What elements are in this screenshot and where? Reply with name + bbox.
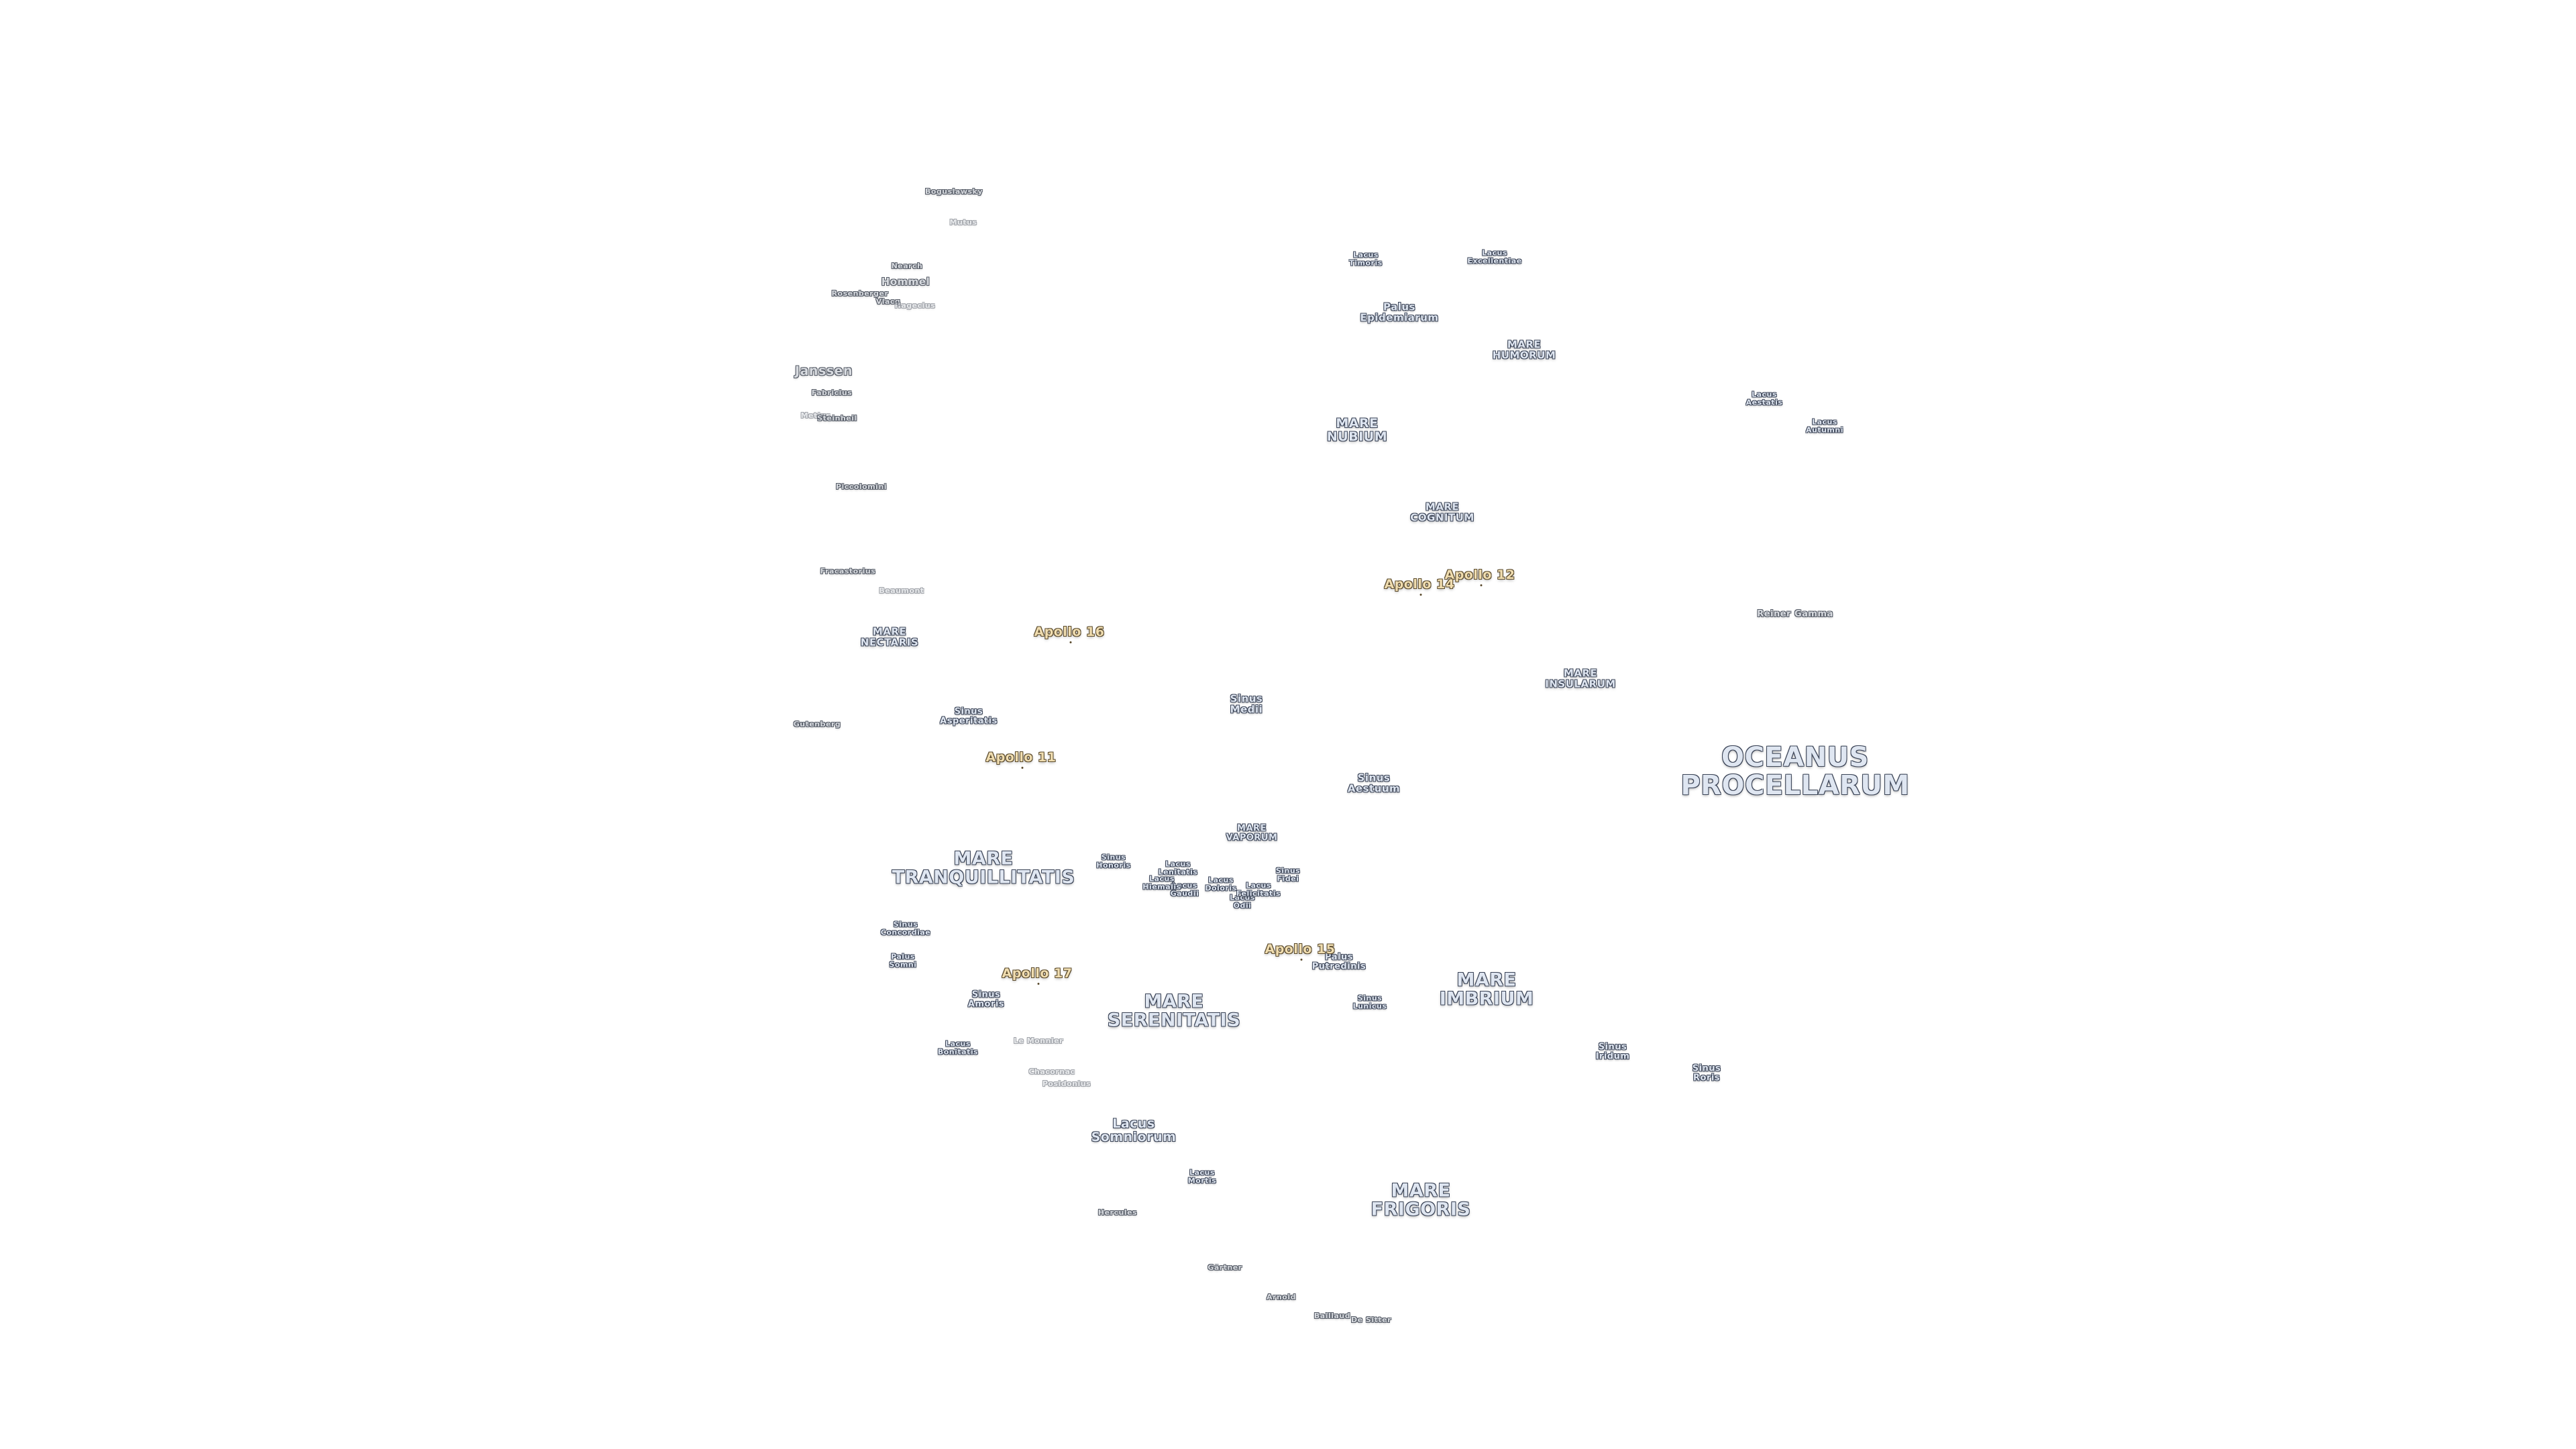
label-lacus-autumni: Lacus Autumni [1806,417,1843,434]
label-reiner-gamma: Reiner Gamma [1757,609,1833,620]
marker-apollo-15[interactable]: Apollo 15 [1265,942,1336,961]
label-mare-nectaris: MARE NECTARIS [860,625,919,648]
label-hagecius: Hagecius [894,301,936,311]
label-lacus-mortis: Lacus Mortis [1187,1168,1217,1185]
label-sinus-fidei: Sinus Fidei [1275,866,1301,883]
label-lacus-timoris: Lacus Timoris [1349,250,1383,267]
label-mare-tranquillitatis: MARE TRANQUILLITATIS [892,848,1075,888]
label-piccolomini: Piccolomini [835,482,888,492]
label-mare-imbrium: MARE IMBRIUM [1439,969,1534,1010]
label-lacus-gaudii: Lacus Gaudii [1170,881,1199,898]
label-sinus-honoris: Sinus Honoris [1096,853,1131,869]
marker-apollo-14[interactable]: Apollo 14 [1384,577,1455,596]
label-sinus-lunicus: Sinus Lunicus [1352,994,1387,1010]
label-lacus-felicitatis: Lacus Felicitatis [1236,881,1281,898]
label-palus-epidemiarum: Palus Epidemiarum [1360,301,1439,323]
label-fracastorius: Fracastorius [820,567,876,576]
label-arnold: Arnold [1267,1293,1296,1302]
label-beaumont: Beaumont [879,586,924,596]
label-sinus-aestuum: Sinus Aestuum [1347,771,1401,794]
label-sinus-amoris: Sinus Amoris [967,989,1005,1009]
label-lacus-odii: Lacus Odii [1230,893,1255,910]
label-boguslawsky: Boguslawsky [924,187,983,197]
marker-apollo-11[interactable]: Apollo 11 [985,750,1057,769]
label-lacus-hiemalis: Lacus Hiemalis [1142,874,1181,891]
label-vlacq: Vlacq [875,297,901,307]
label-lacus-excellentiae: Lacus Excellentiae [1467,248,1522,265]
label-sinus-medii: Sinus Medii [1230,692,1263,715]
label-hercules: Hercules [1097,1208,1138,1218]
label-posidonius: Posidonius [1042,1079,1091,1089]
label-palus-putredinis: Palus Putredinis [1311,952,1366,971]
label-lacus-lenitatis: Lacus Lenitatis [1158,859,1198,876]
marker-apollo-12[interactable]: Apollo 12 [1444,568,1515,586]
label-nearch: Nearch [891,262,923,271]
label-mare-vaporum: MARE VAPORUM [1226,823,1278,843]
label-sinus-iridum: Sinus Iridum [1595,1042,1630,1061]
label-sinus-roris: Sinus Roris [1692,1063,1721,1083]
label-mare-insularum: MARE INSULARUM [1545,667,1616,690]
label-sinus-concordiae: Sinus Concordiae [880,920,931,936]
label-rosenberger: Rosenberger [831,289,889,299]
label-mutus: Mutus [949,218,977,227]
label-mare-humorum: MARE HUMORUM [1492,338,1556,361]
label-hommel: Hommel [881,276,930,288]
marker-apollo-17[interactable]: Apollo 17 [1002,966,1073,985]
label-gartner: Gärtner [1208,1263,1242,1273]
label-mare-serenitatis: MARE SERENITATIS [1107,991,1241,1031]
label-de-sitter: De Sitter [1350,1316,1392,1325]
label-steinheil: Steinheil [817,414,857,423]
label-mare-cognitum: MARE COGNITUM [1410,500,1474,523]
label-palus-somni: Palus Somni [889,952,917,969]
label-oceanus-procellarum: OCEANUS PROCELLARUM [1680,742,1910,801]
label-fabricius: Fabricius [811,388,853,398]
label-lacus-doloris: Lacus Doloris [1205,875,1237,892]
label-lacus-somniorum: Lacus Somniorum [1091,1116,1177,1144]
label-chacornac: Chacornac [1028,1067,1075,1077]
label-lacus-bonitatis: Lacus Bonitatis [937,1039,979,1056]
label-baillaud: Baillaud [1313,1311,1351,1321]
label-janssen: Janssen [795,364,853,379]
label-metius: Metius [800,411,831,421]
label-gutenberg: Gutenberg [793,720,841,729]
label-sinus-asperitatis: Sinus Asperitatis [940,706,998,726]
label-mare-nubium: MARE NUBIUM [1326,416,1388,444]
marker-apollo-16[interactable]: Apollo 16 [1034,625,1105,643]
label-mare-frigoris: MARE FRIGORIS [1371,1180,1471,1220]
label-le-monnier: Le Monnier [1013,1036,1064,1046]
label-lacus-aestatis: Lacus Aestatis [1746,390,1783,407]
